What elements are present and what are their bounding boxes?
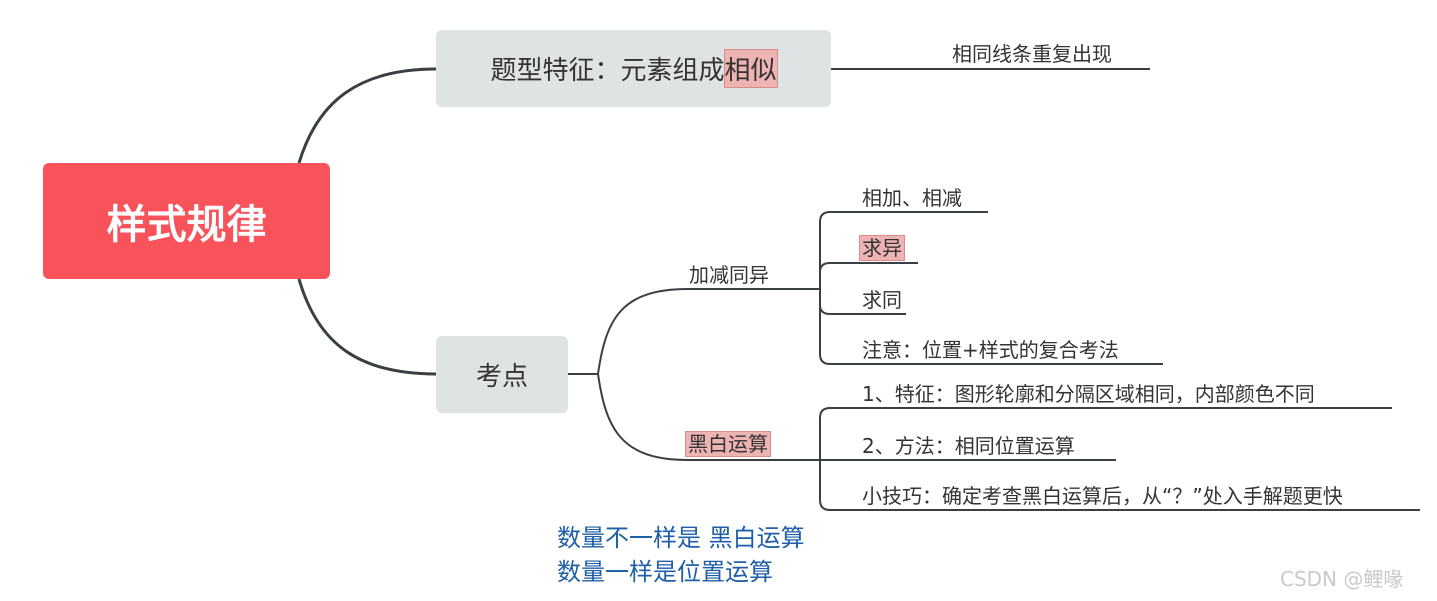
note-line-1: 数量不一样是 黑白运算 — [557, 524, 805, 552]
topic-features-highlight: 相似 — [723, 49, 778, 88]
note-line-2: 数量一样是位置运算 — [557, 558, 773, 586]
watermark: CSDN @鲤喙 — [1280, 567, 1404, 591]
topic2-to-branch1-connector — [597, 288, 793, 375]
branch1-to-child4-connector — [819, 289, 1163, 365]
topic2-to-branch2-connector — [597, 373, 795, 461]
topic-features-label: 题型特征：元素组成 — [490, 56, 725, 86]
branch1-to-child1-connector — [819, 211, 988, 289]
branch-black-white-operation[interactable]: 黑白运算 — [685, 431, 771, 457]
subtopic-bw-tip[interactable]: 小技巧：确定考查黑白运算后，从“？”处入手解题更快 — [862, 484, 1343, 508]
root-node-label: 样式规律 — [106, 202, 267, 248]
topic-exam-points-label: 考点 — [475, 362, 528, 392]
subtopic-repeated-lines[interactable]: 相同线条重复出现 — [952, 42, 1112, 66]
root-to-topic2-connector — [297, 278, 437, 376]
subtopic-find-same[interactable]: 求同 — [862, 288, 902, 312]
branch2-to-child3-connector — [819, 460, 1420, 511]
branch2-to-child1-connector — [819, 407, 1392, 460]
root-node[interactable]: 样式规律 — [43, 163, 330, 279]
branch-add-subtract[interactable]: 加减同异 — [689, 263, 769, 287]
topic-node-exam-points[interactable]: 考点 — [436, 336, 568, 413]
subtopic-composite-note[interactable]: 注意：位置+样式的复合考法 — [862, 338, 1119, 362]
subtopic-add-subtract[interactable]: 相加、相减 — [862, 186, 962, 210]
topic-node-features[interactable]: 题型特征：元素组成相似 — [436, 30, 831, 107]
subtopic-bw-method[interactable]: 2、方法：相同位置运算 — [862, 434, 1075, 458]
branch1-to-child2-connector — [819, 262, 918, 289]
subtopic-bw-feature[interactable]: 1、特征：图形轮廓和分隔区域相同，内部颜色不同 — [862, 382, 1315, 406]
subtopic-find-difference[interactable]: 求异 — [859, 235, 905, 261]
root-to-topic1-connector — [297, 67, 437, 164]
